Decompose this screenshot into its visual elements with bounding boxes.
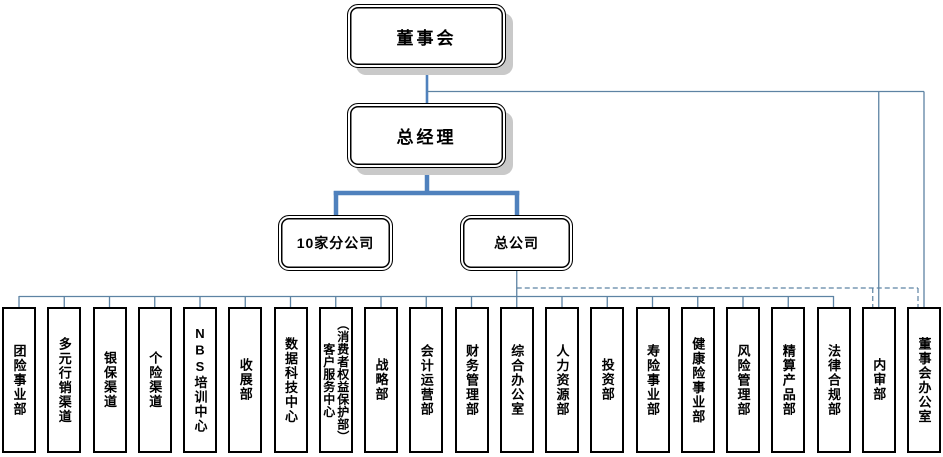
dept-label: 风险管理部 — [735, 343, 751, 417]
dept-box: 团险事业部 — [2, 307, 36, 453]
department-row: 团险事业部 多元行销渠道 银保渠道 个险渠道 NBS培训中心 收展部 数据科技中心 客户服务中… — [2, 307, 941, 453]
dept-label: 人力资源部 — [554, 343, 570, 417]
dept-box: 战略部 — [364, 307, 398, 453]
node-general-manager: 总经理 — [347, 103, 506, 168]
node-branch-companies: 10家分公司 — [278, 215, 393, 271]
dept-label: 多元行销渠道 — [56, 336, 72, 424]
dept-label: 战略部 — [373, 358, 389, 402]
dept-label: 精算产品部 — [780, 343, 796, 417]
dept-label: 健康险事业部 — [690, 336, 706, 424]
dept-box: NBS培训中心 — [183, 307, 217, 453]
dept-label: 法律合规部 — [826, 343, 841, 417]
dept-box: 内审部 — [861, 307, 896, 453]
dept-box: 财务管理部 — [454, 307, 489, 453]
dept-box: 人力资源部 — [545, 307, 579, 453]
dept-label: 银保渠道 — [102, 351, 117, 409]
node-board: 董事会 — [347, 4, 506, 68]
dept-label: 客户服务中心 （消费者权益保护部） — [321, 317, 350, 443]
dept-label: 数据科技中心 — [283, 336, 298, 424]
node-board-label: 董事会 — [396, 28, 457, 48]
dept-box: 投资部 — [590, 307, 625, 453]
dept-box: 风险管理部 — [726, 307, 760, 453]
dept-box: 客户服务中心 （消费者权益保护部） — [318, 307, 353, 453]
dept-box: 多元行销渠道 — [47, 307, 82, 453]
dept-label: 个险渠道 — [147, 351, 163, 409]
dept-box: 个险渠道 — [137, 307, 172, 453]
dept-label: 收展部 — [237, 358, 253, 402]
dept-label: 财务管理部 — [464, 343, 479, 417]
dept-label: 投资部 — [599, 358, 615, 402]
node-head-office-label: 总公司 — [494, 235, 539, 251]
dept-box: 董事会办公室 — [907, 307, 941, 453]
dept-label: 内审部 — [871, 358, 887, 402]
dept-box: 健康险事业部 — [680, 307, 715, 453]
dept-box: 会计运营部 — [409, 307, 444, 453]
dept-label: NBS培训中心 — [192, 326, 208, 434]
node-head-office: 总公司 — [460, 215, 573, 271]
dept-label: 团险事业部 — [11, 343, 27, 417]
dept-box: 收展部 — [228, 307, 263, 453]
dept-box: 寿险事业部 — [635, 307, 670, 453]
node-branch-companies-label: 10家分公司 — [296, 235, 375, 251]
dept-label: 综合办公室 — [509, 343, 525, 417]
node-general-manager-label: 总经理 — [396, 128, 457, 147]
dept-box: 银保渠道 — [92, 307, 127, 453]
dept-box: 数据科技中心 — [273, 307, 308, 453]
dept-label: 董事会办公室 — [916, 336, 932, 424]
dept-label: 会计运营部 — [418, 343, 434, 417]
dept-box: 精算产品部 — [771, 307, 806, 453]
dept-label: 寿险事业部 — [645, 343, 660, 417]
dept-box: 法律合规部 — [816, 307, 851, 453]
dept-box: 综合办公室 — [499, 307, 534, 453]
